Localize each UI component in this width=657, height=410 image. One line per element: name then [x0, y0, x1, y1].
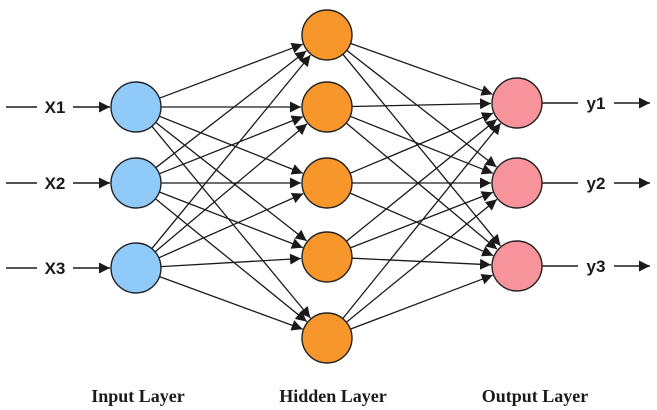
- input-node-2: [110, 157, 162, 209]
- edge-input-3-hidden-5: [159, 275, 303, 331]
- hidden-node-3: [301, 157, 353, 209]
- edge-input-3-hidden-3: [158, 193, 304, 259]
- output-label-1: y1: [587, 94, 606, 113]
- edge-hidden-1-output-3: [342, 53, 502, 247]
- input-label-3: X3: [45, 259, 66, 278]
- edge-hidden-1-output-1: [350, 42, 493, 96]
- hidden-layer-label: Hidden Layer: [279, 386, 387, 406]
- edge-hidden-3-output-1: [349, 112, 494, 174]
- input-node-3: [110, 242, 162, 294]
- input-label-1: X1: [45, 98, 66, 117]
- output-node-3: [491, 240, 543, 292]
- edge-input-3-hidden-4: [160, 253, 302, 268]
- input-layer-label: Input Layer: [91, 386, 185, 406]
- edge-input-2-hidden-5: [154, 198, 308, 323]
- edge-hidden-5-output-3: [350, 273, 493, 330]
- edge-hidden-2-output-3: [345, 122, 498, 250]
- edge-hidden-5-output-1: [342, 122, 502, 320]
- output-node-2: [491, 157, 543, 209]
- output-label-3: y3: [587, 257, 606, 276]
- output-layer-label: Output Layer: [482, 386, 589, 406]
- output-label-3-bg: [578, 254, 614, 278]
- connection-layer: [151, 42, 502, 331]
- hidden-node-2: [301, 81, 353, 133]
- output-node-1: [491, 77, 543, 129]
- node-layer: [110, 9, 543, 364]
- edge-input-2-hidden-4: [159, 191, 304, 249]
- edge-hidden-4-output-1: [345, 118, 498, 242]
- edge-input-2-hidden-1: [155, 50, 307, 169]
- edge-input-2-hidden-2: [158, 115, 304, 175]
- hidden-node-1: [301, 9, 353, 61]
- edge-hidden-2-output-2: [349, 115, 494, 175]
- edge-input-1-hidden-1: [159, 42, 303, 99]
- hidden-node-4: [301, 231, 353, 283]
- output-label-2-bg: [578, 171, 614, 195]
- output-label-2: y2: [587, 174, 606, 193]
- edge-input-1-hidden-4: [155, 121, 308, 242]
- input-label-2: X2: [45, 174, 66, 193]
- input-label-1-bg: [37, 95, 73, 119]
- input-label-3-bg: [37, 256, 73, 280]
- edge-input-3-hidden-2: [154, 123, 308, 253]
- edge-input-3-hidden-1: [151, 54, 312, 250]
- hidden-node-5: [301, 312, 353, 364]
- input-label-2-bg: [37, 171, 73, 195]
- edge-hidden-1-output-2: [346, 49, 497, 168]
- edge-hidden-3-output-3: [349, 192, 494, 257]
- input-node-1: [110, 81, 162, 133]
- edge-hidden-2-output-1: [351, 98, 492, 110]
- edge-hidden-5-output-2: [345, 198, 498, 323]
- edge-input-1-hidden-5: [151, 125, 311, 319]
- output-label-1-bg: [578, 91, 614, 115]
